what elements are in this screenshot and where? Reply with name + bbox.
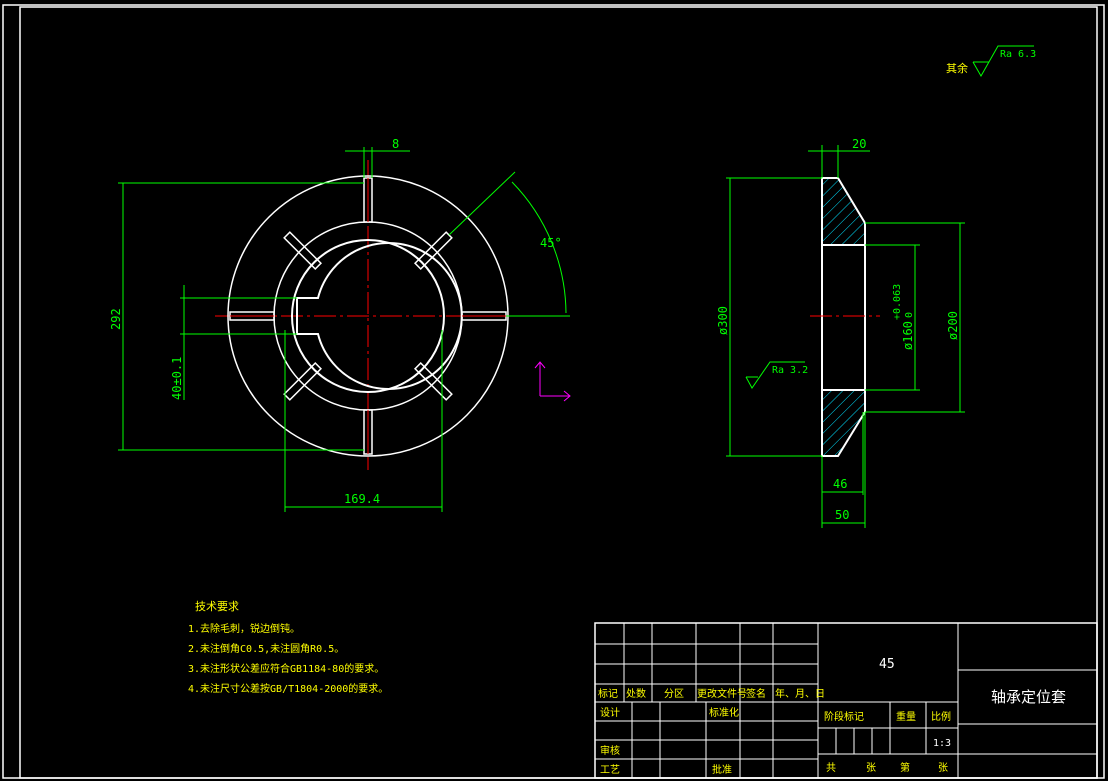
scale-value: 1:3	[933, 738, 951, 749]
header-signature: 签名	[746, 687, 766, 700]
part-name-text: 轴承定位套	[991, 688, 1066, 706]
dim-step-text: ø200	[946, 311, 960, 340]
dim-45-ext	[448, 171, 516, 236]
header-zone: 分区	[664, 688, 684, 700]
dim-width-text: 169.4	[344, 492, 380, 506]
revision-grid	[595, 623, 819, 778]
section-hatch-bottom	[822, 390, 865, 456]
section-hatch-top	[822, 178, 865, 245]
dim-bore-tol-upper: +0.063	[892, 284, 903, 320]
slot-center-lines	[230, 178, 506, 454]
title-block: 标记 处数 分区 更改文件号 签名 年、月、日 设计 标准化 审核 工艺 批准 …	[594, 622, 1098, 779]
sheets-total-b: 张	[866, 762, 876, 774]
material-text: 45	[879, 657, 895, 672]
tech-requirement-4: 4.未注尺寸公差按GB/T1804-2000的要求。	[188, 682, 388, 695]
tech-requirements-title: 技术要求	[195, 600, 239, 613]
row-process: 工艺	[600, 764, 620, 776]
dim-outer-text: ø300	[716, 306, 730, 335]
stage-mark-label: 阶段标记	[824, 710, 864, 723]
dim-bottom-inner-text: 46	[833, 477, 847, 491]
header-date: 年、月、日	[775, 687, 825, 700]
side-view: 20 ø300 ø160 +0.063 0 ø200 46 50 Ra 3.2	[716, 137, 965, 528]
roughness-rest-value: Ra 6.3	[1000, 49, 1036, 60]
dim-keyway-text: 40±0.1	[170, 357, 184, 400]
inner-border	[19, 6, 1098, 779]
tech-requirement-2: 2.未注倒角C0.5,未注圆角R0.5。	[188, 642, 344, 655]
tech-requirement-1: 1.去除毛刺，锐边倒钝。	[188, 622, 300, 635]
row-approve: 批准	[712, 763, 732, 776]
row-design: 设计	[600, 706, 620, 719]
dim-bore-tol-lower: 0	[904, 312, 915, 318]
header-mark: 标记	[598, 688, 618, 700]
roughness-rest-label: 其余	[946, 61, 968, 75]
dim-bottom-outer-text: 50	[835, 508, 849, 522]
dim-45-arc	[511, 181, 567, 314]
dim-angle-text: 45°	[540, 236, 562, 250]
sheet-no-b: 张	[938, 762, 948, 774]
title-block-border	[594, 622, 1098, 779]
sheet-no-a: 第	[900, 761, 910, 774]
roughness-general: 其余 Ra 6.3	[946, 45, 1036, 78]
roughness-symbol-bore	[745, 361, 805, 389]
header-change-doc: 更改文件号	[697, 687, 747, 700]
scale-label: 比例	[931, 710, 951, 723]
header-count: 处数	[626, 687, 646, 700]
dim-slot-width-text: 8	[392, 137, 399, 151]
weight-label: 重量	[896, 710, 916, 723]
tech-requirement-3: 3.未注形状公差应符合GB1184-80的要求。	[188, 662, 384, 675]
dim-bore-text: ø160	[901, 321, 915, 350]
row-review: 审核	[600, 744, 620, 757]
slot-bottom-left	[283, 361, 323, 401]
roughness-symbol-general	[972, 45, 1034, 78]
slot-top-left	[283, 231, 323, 271]
dim-height-text: 292	[109, 308, 123, 330]
row-standard: 标准化	[709, 706, 739, 719]
outer-border	[2, 4, 1105, 779]
ucs-icon	[534, 361, 571, 402]
dim-top-text: 20	[852, 137, 866, 151]
tech-requirements: 技术要求 1.去除毛刺，锐边倒钝。 2.未注倒角C0.5,未注圆角R0.5。 3…	[188, 600, 388, 695]
roughness-bore-text: Ra 3.2	[772, 365, 808, 376]
sheets-total-a: 共	[826, 762, 836, 774]
slot-bottom-right	[413, 361, 453, 401]
hub-circle	[291, 239, 445, 393]
info-grid	[818, 623, 1097, 778]
front-view: 8 292 40±0.1 169.4 45°	[109, 137, 570, 512]
